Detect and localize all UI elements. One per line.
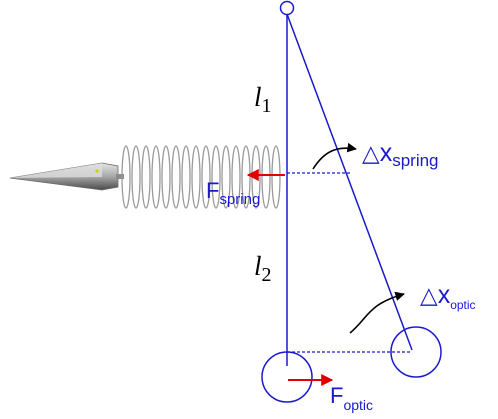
- pivot-circle-icon: [279, 0, 295, 16]
- l1-symbol: l: [254, 82, 262, 112]
- delta-optic-x: x: [438, 281, 451, 309]
- f-optic-label: Foptic: [330, 383, 373, 413]
- deflected-lever-line: [286, 13, 413, 351]
- optic-annotation-arrow: [349, 291, 405, 334]
- deflected-probe-circle-icon: [390, 326, 442, 378]
- delta-spring-subscript: spring: [392, 151, 438, 170]
- delta-spring-x: x: [380, 139, 393, 167]
- f-spring-subscript: spring: [219, 191, 260, 208]
- delta-spring-triangle: △: [362, 140, 380, 166]
- l2-label: l2: [254, 251, 272, 286]
- delta-optic-triangle: △: [420, 282, 438, 308]
- f-spring-label: Fspring: [206, 178, 260, 208]
- l1-subscript: 1: [262, 95, 272, 117]
- f-optic-main: F: [330, 383, 343, 408]
- l1-label: l1: [254, 82, 272, 117]
- delta-x-spring-label: △xspring: [362, 139, 439, 170]
- delta-optic-subscript: optic: [450, 298, 475, 312]
- f-spring-main: F: [206, 178, 219, 203]
- l2-symbol: l: [254, 251, 262, 281]
- cantilever-tip-icon: [9, 162, 124, 191]
- rest-probe-circle-icon: [261, 351, 313, 403]
- delta-x-optic-label: △xoptic: [420, 281, 476, 312]
- spring-annotation-arrow: [312, 142, 357, 170]
- f-optic-subscript: optic: [343, 397, 373, 413]
- l2-subscript: 2: [262, 264, 272, 286]
